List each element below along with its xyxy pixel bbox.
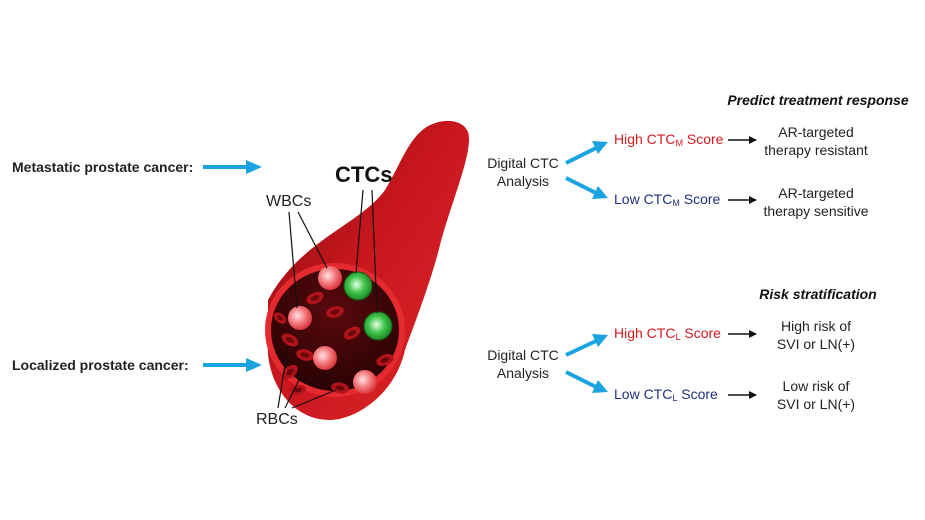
bottom-low-outcome-line1: Low risk of <box>783 378 850 394</box>
rbc <box>282 364 298 380</box>
top-low-outcome-line2: therapy sensitive <box>763 203 868 219</box>
rbc <box>290 384 306 396</box>
bottom-low-outcome-line2: SVI or LN(+) <box>777 396 855 412</box>
bottom-low-score: Low CTCL Score <box>614 386 718 403</box>
localized-arrow <box>203 358 262 372</box>
top-high-arrow <box>565 141 608 165</box>
bottom-low-sub: L <box>672 393 677 403</box>
top-low-arrow <box>565 176 608 199</box>
bottom-high-score: High CTCL Score <box>614 325 721 342</box>
top-analysis-line1: Digital CTC <box>487 155 559 171</box>
bottom-high-sub: L <box>675 332 680 342</box>
bottom-high-outcome-line1: High risk of <box>781 318 851 334</box>
top-low-score: Low CTCM Score <box>614 191 721 208</box>
top-low-outcome-line1: AR-targeted <box>778 185 853 201</box>
top-low-sub: M <box>672 198 680 208</box>
top-analysis-line2: Analysis <box>497 173 549 189</box>
ctc <box>343 271 373 301</box>
rbc <box>306 291 324 305</box>
wbc <box>288 306 312 330</box>
rbc <box>376 353 394 367</box>
ctcs-label: CTCs <box>335 162 392 187</box>
ctc-cells <box>343 271 393 341</box>
top-heading: Predict treatment response <box>727 92 908 108</box>
rbcs-label: RBCs <box>256 411 298 428</box>
top-high-prefix: High CTC <box>614 131 675 147</box>
metastatic-arrow <box>203 160 262 174</box>
top-low-prefix: Low CTC <box>614 191 672 207</box>
bottom-high-prefix: High CTC <box>614 325 675 341</box>
wbc <box>313 346 337 370</box>
wbcs-label: WBCs <box>266 193 311 210</box>
bottom-low-prefix: Low CTC <box>614 386 672 402</box>
bottom-heading: Risk stratification <box>759 286 876 302</box>
rbc <box>273 312 287 324</box>
bottom-high-arrow <box>565 334 608 357</box>
red-blood-cells <box>273 291 394 396</box>
bottom-low-suffix: Score <box>677 386 718 402</box>
bottom-high-suffix: Score <box>680 325 721 341</box>
leader-lines <box>277 189 378 409</box>
ctc <box>363 311 393 341</box>
bottom-high-outcome-line2: SVI or LN(+) <box>777 336 855 352</box>
wbc <box>353 370 377 394</box>
bottom-analysis-line2: Analysis <box>497 365 549 381</box>
bottom-low-arrow <box>565 370 608 393</box>
rbc <box>281 333 299 347</box>
top-high-outcome-line1: AR-targeted <box>778 124 853 140</box>
rbc <box>343 326 361 340</box>
top-high-score: High CTCM Score <box>614 131 724 148</box>
top-high-sub: M <box>675 138 683 148</box>
wbc <box>318 266 342 290</box>
top-low-suffix: Score <box>680 191 721 207</box>
localized-label: Localized prostate cancer: <box>12 357 189 373</box>
white-blood-cells <box>288 266 377 394</box>
top-high-suffix: Score <box>683 131 724 147</box>
rbc <box>296 349 314 361</box>
rbc <box>326 306 344 318</box>
bottom-analysis-line1: Digital CTC <box>487 347 559 363</box>
blood-vessel <box>265 120 470 421</box>
metastatic-label: Metastatic prostate cancer: <box>12 159 193 175</box>
top-high-outcome-line2: therapy resistant <box>764 142 868 158</box>
